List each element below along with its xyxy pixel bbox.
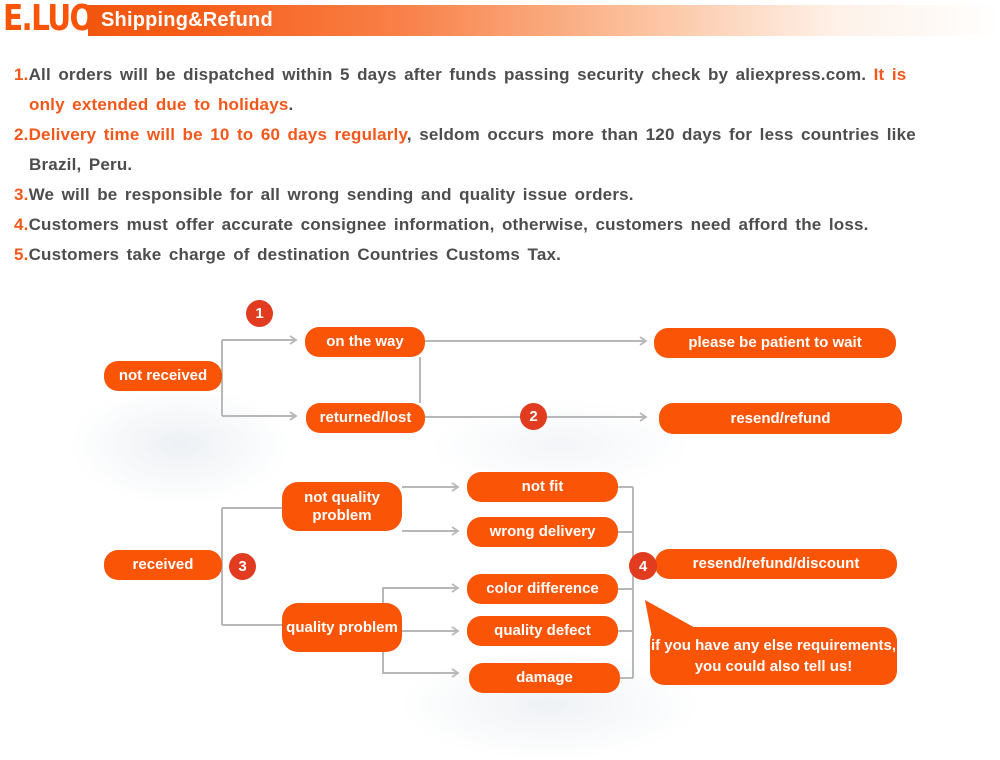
policy-list: 1.All orders will be dispatched within 5…: [14, 60, 996, 270]
flow-node-not-quality-problem: not quality problem: [282, 482, 402, 531]
speech-bubble-text: if you have any else requirements,you co…: [650, 637, 897, 675]
flow-node-returned-lost: returned/lost: [306, 403, 425, 433]
flow-node-quality-defect: quality defect: [467, 616, 618, 646]
policy-item-2: 2.Delivery time will be 10 to 60 days re…: [14, 125, 916, 174]
flow-node-resend-refund: resend/refund: [659, 403, 902, 434]
step-badge-4: 4: [629, 552, 657, 580]
step-badge-3: 3: [229, 553, 256, 580]
section-title: Shipping&Refund: [101, 9, 273, 31]
store-logo: E.LUO: [3, 0, 95, 39]
policy-item-4: 4.Customers must offer accurate consigne…: [14, 215, 869, 234]
flow-node-color-difference: color difference: [467, 574, 618, 604]
policy-number: 4.: [14, 215, 29, 234]
flow-node-damage: damage: [469, 663, 620, 693]
policy-item-3: 3.We will be responsible for all wrong s…: [14, 185, 634, 204]
policy-item-1: 1.All orders will be dispatched within 5…: [14, 65, 907, 114]
policy-item-5: 5.Customers take charge of destination C…: [14, 245, 562, 264]
background-haze: [70, 385, 290, 505]
flow-node-quality-problem: quality problem: [282, 603, 402, 652]
shipping-refund-page: E.LUO Shipping&Refund 1.All orders will …: [3, 0, 1000, 760]
policy-number: 2.: [14, 125, 29, 144]
policy-number: 1.: [14, 65, 29, 84]
flow-node-please-wait: please be patient to wait: [654, 328, 896, 358]
speech-bubble: if you have any else requirements,you co…: [650, 627, 897, 685]
policy-number: 5.: [14, 245, 29, 264]
policy-number: 3.: [14, 185, 29, 204]
flow-node-not-fit: not fit: [467, 472, 618, 502]
step-badge-1: 1: [246, 300, 273, 327]
flow-node-wrong-delivery: wrong delivery: [467, 517, 618, 547]
flow-node-on-the-way: on the way: [305, 327, 425, 357]
flow-node-resend-refund-discount: resend/refund/discount: [655, 549, 897, 579]
section-banner: Shipping&Refund: [88, 5, 1000, 36]
flow-node-not-received: not received: [104, 361, 222, 391]
shipping-flowchart: not received on the way please be patien…: [70, 300, 902, 760]
flow-node-received: received: [104, 550, 222, 580]
step-badge-2: 2: [520, 403, 547, 430]
